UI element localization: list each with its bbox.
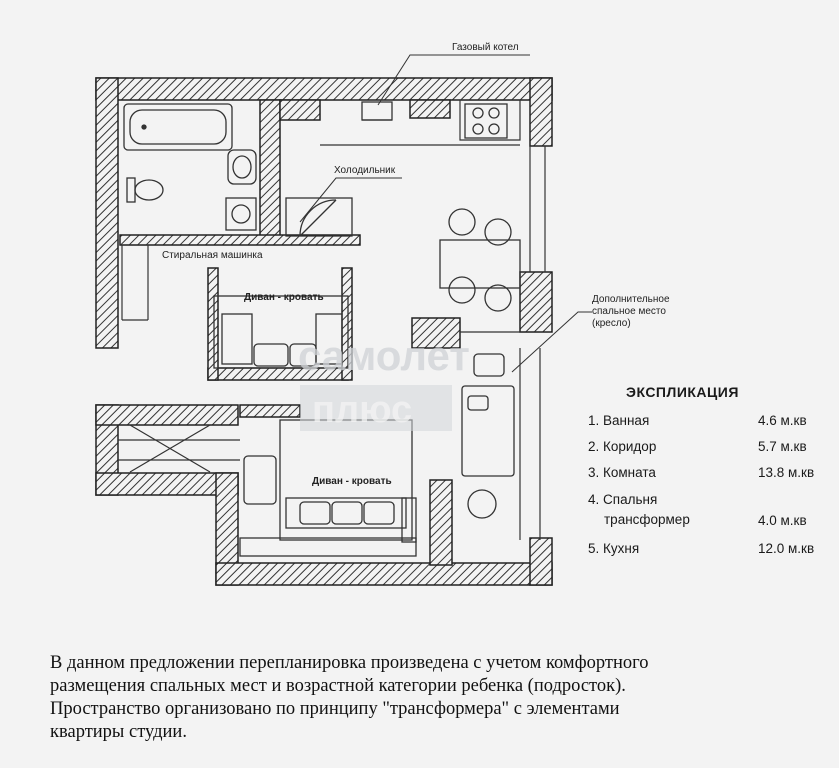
extra-bed-label-3: (кресло) [592, 318, 631, 329]
explication-table: ЭКСПЛИКАЦИЯ 1. Ванная 4.6 м.кв 2. Коридо… [588, 384, 828, 566]
explication-row: 1. Ванная 4.6 м.кв [588, 412, 828, 430]
fridge-icon [285, 197, 353, 237]
washing-machine-icon [225, 197, 257, 231]
watermark: самолет плюс [298, 332, 470, 431]
description-line: Пространство организовано по принципу "т… [50, 699, 620, 719]
room-name-line-1: 4. Спальня [588, 492, 658, 507]
description-text: В данном предложении перепланировка прои… [50, 652, 820, 744]
watermark-line-2: плюс [312, 389, 412, 431]
floor-plan: Газовый котел Холодильник Стиральная маш… [95, 42, 670, 586]
bathtub-icon [123, 103, 233, 151]
room-name-line-2: трансформер [604, 512, 690, 527]
watermark-line-1: самолет [298, 332, 470, 379]
gas-boiler-leader [377, 54, 530, 106]
dining-table-icon [439, 208, 521, 312]
room-name: 5. Кухня [588, 541, 640, 556]
description-line: размещения спальных мест и возрастной ка… [50, 676, 626, 696]
sink-icon [227, 149, 257, 185]
room-area: 4.0 м.кв [758, 513, 807, 528]
sofa-bed-2-label: Диван - кровать [312, 476, 392, 487]
description-line: квартиры студии. [50, 722, 187, 742]
sofa-bed-1-label: Диван - кровать [244, 292, 324, 303]
walls [95, 77, 553, 586]
description-line: В данном предложении перепланировка прои… [50, 653, 649, 673]
sofa-bed-2-icon [239, 419, 417, 557]
round-table-icon [467, 489, 497, 519]
armchair-bed-icon [461, 353, 515, 477]
extra-bed-label-2: спальное место [592, 306, 666, 317]
interior-lines [118, 99, 546, 540]
extra-bed-leader [511, 311, 592, 373]
washer-label: Стиральная машинка [162, 250, 263, 261]
room-name: 2. Коридор [588, 439, 657, 454]
fridge-label: Холодильник [334, 165, 396, 176]
room-name: 1. Ванная [588, 413, 650, 428]
fridge-leader [299, 177, 402, 223]
room-area: 5.7 м.кв [758, 439, 807, 454]
gas-boiler-icon [361, 101, 393, 121]
room-name: 3. Комната [588, 465, 656, 480]
room-area: 12.0 м.кв [758, 541, 815, 556]
explication-row: 2. Коридор 5.7 м.кв [588, 438, 828, 456]
room-name: 4. Спальня трансформер [588, 490, 690, 530]
sofa-bed-1-icon [213, 295, 349, 369]
toilet-icon [126, 177, 164, 203]
stove-icon [464, 103, 508, 139]
explication-title: ЭКСПЛИКАЦИЯ [626, 384, 739, 400]
gas-boiler-label: Газовый котел [452, 42, 519, 53]
explication-row: 4. Спальня трансформер 4.0 м.кв [588, 490, 828, 530]
explication-row: 3. Комната 13.8 м.кв [588, 464, 828, 482]
extra-bed-label-1: Дополнительное [592, 294, 670, 305]
explication-row: 5. Кухня 12.0 м.кв [588, 540, 828, 558]
room-area: 13.8 м.кв [758, 465, 815, 480]
room-area: 4.6 м.кв [758, 413, 807, 428]
